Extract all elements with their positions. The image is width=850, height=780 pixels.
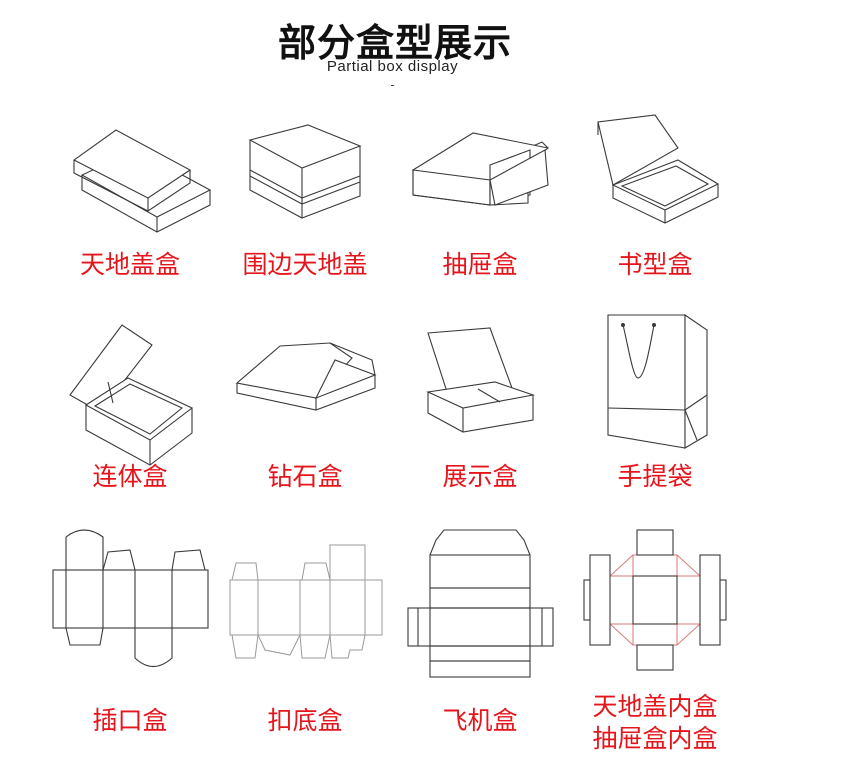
- box-label: 扣底盒: [267, 706, 343, 735]
- box-label: 钻石盒: [267, 462, 343, 491]
- box-label: 展示盒: [442, 462, 518, 491]
- box-label: 连体盒: [92, 462, 168, 491]
- box-label: 围边天地盖: [242, 250, 368, 279]
- page-subtitle: Partial box display: [326, 58, 459, 75]
- box-label: 飞机盒: [442, 706, 518, 735]
- box-label: 天地盖内盒: [592, 692, 718, 721]
- box-label: 插口盒: [92, 706, 168, 735]
- page-title: 部分盒型展示: [277, 21, 512, 65]
- box-label: 天地盖盒: [79, 250, 180, 279]
- box-label-secondary: 抽屉盒内盒: [592, 724, 718, 753]
- box-label: 抽屉盒: [442, 250, 518, 279]
- box-label: 手提袋: [617, 462, 693, 491]
- title-dash: -: [390, 78, 395, 92]
- box-label: 书型盒: [617, 250, 693, 279]
